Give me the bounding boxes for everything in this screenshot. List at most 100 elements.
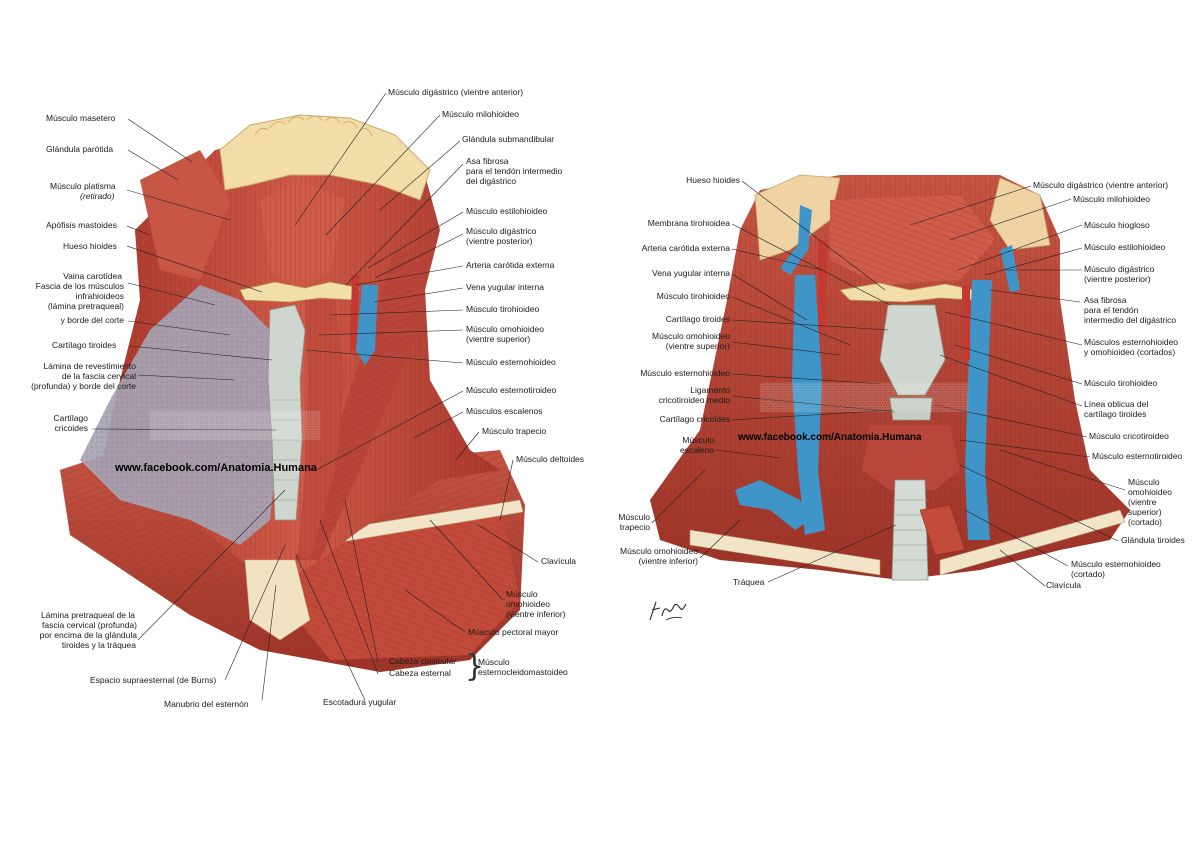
right-carotid-left: [818, 240, 828, 330]
label-r-esternotiroideo: Músculo esternotiroideo: [1092, 451, 1183, 461]
label-r-clavicula: Clavícula: [1046, 580, 1081, 590]
label-vaina-3: infrahioideos: [75, 291, 124, 301]
label-r-omo-inf-2: (vientre inferior): [638, 556, 698, 566]
label-cricoides-2: cricoides: [54, 423, 88, 433]
label-r-omo-cort-5: (cortado): [1128, 517, 1163, 527]
label-cab-clav: Cabeza clavicular: [389, 656, 457, 666]
label-deltoides: Músculo deltoides: [516, 454, 585, 464]
label-r-asa-3: intermedio del digástrico: [1084, 315, 1177, 325]
label-r-omo-cort-4: superior): [1128, 507, 1162, 517]
watermark-left: www.facebook.com/Anatomia.Humana: [115, 462, 317, 474]
right-subclavian-left: [735, 480, 810, 530]
label-r-est-cort-2: (cortado): [1071, 569, 1106, 579]
label-r-yugular: Vena yugular interna: [652, 268, 730, 278]
label-platisma: Músculo platisma: [50, 181, 116, 191]
label-r-est-omo-1: Músculos esternohioideo: [1084, 337, 1179, 347]
label-r-asa-2: para el tendón: [1084, 305, 1139, 315]
scm-brace: }: [465, 649, 485, 684]
label-asa-2: para el tendón intermedio: [466, 166, 563, 176]
label-yugular-int: Vena yugular interna: [466, 282, 544, 292]
label-r-carotida: Arteria carótida externa: [641, 243, 730, 253]
label-ecm-2: esternocleidomastoideo: [478, 667, 568, 677]
label-r-omo-cort-1: Músculo: [1128, 477, 1160, 487]
label-pretraq-2: fascia cervical (profunda): [42, 620, 137, 630]
right-thyroid-gland: [862, 425, 960, 490]
label-lamina-1: Lámina de revestimiento: [43, 361, 136, 371]
label-r-asa-1: Asa fibrosa: [1084, 295, 1127, 305]
label-omo-sup-2: (vientre superior): [466, 334, 531, 344]
label-pretraq-3: por encima de la glándula: [39, 630, 137, 640]
label-omo-inf-1: Músculo: [506, 589, 538, 599]
label-r-tirohioideo: Músculo tirohioideo: [656, 291, 730, 301]
label-trapecio: Músculo trapecio: [482, 426, 547, 436]
label-parotida: Glándula parótida: [46, 144, 114, 154]
label-r-traquea: Tráquea: [733, 577, 765, 587]
label-r-tirohioideo-r: Músculo tirohioideo: [1084, 378, 1158, 388]
label-pretraq-4: tiroides y la tráquea: [61, 640, 136, 650]
right-figure: [650, 174, 1130, 581]
right-carotid-right: [962, 285, 970, 360]
label-lamina-2: de la fascia cervical: [61, 371, 136, 381]
label-r-est-omo-2: y omohioideo (cortados): [1084, 347, 1176, 357]
label-pectoral: Músculo pectoral mayor: [468, 627, 559, 637]
label-r-hioides: Hueso hioides: [686, 175, 740, 185]
label-pretraq-1: Lámina pretraqueal de la: [40, 610, 135, 620]
ghost-watermark-right: ▓▓▓▓▓▓▓▓▓▓▓: [760, 380, 969, 410]
label-manubrio: Manubrio del esternón: [164, 699, 249, 709]
label-mastoides: Apófisis mastoides: [46, 220, 117, 230]
label-cricoides-1: Cartílago: [53, 413, 89, 423]
right-clavicle: [689, 529, 881, 576]
right-vein-branch-left: [780, 205, 812, 275]
left-figure: [60, 114, 525, 672]
label-r-milohioideo: Músculo milohioideo: [1073, 194, 1151, 204]
right-jugular-left: [792, 275, 825, 535]
label-clavicula: Clavícula: [541, 556, 576, 566]
label-r-digastrico-ant: Músculo digástrico (vientre anterior): [1033, 180, 1169, 190]
artist-signature: [649, 601, 687, 621]
label-dig-post-2: (vientre posterior): [466, 236, 533, 246]
label-tiroides: Cartílago tiroides: [52, 340, 117, 350]
label-vaina-5: y borde del corte: [60, 315, 124, 325]
ghost-watermark-left: ▓▓▓▓▓▓▓▓▓: [150, 408, 321, 438]
label-r-cricotiroideo: Músculo cricotiroideo: [1089, 431, 1169, 441]
label-omo-inf-3: (vientre inferior): [506, 609, 566, 619]
leader-lines: [91, 92, 1126, 701]
label-r-esternohioideo: Músculo esternohioideo: [640, 368, 730, 378]
label-r-linea-1: Línea oblicua del: [1084, 399, 1149, 409]
left-mandible: [219, 114, 431, 201]
left-jugular-vein: [356, 285, 378, 365]
label-r-estilohioideo: Músculo estilohioideo: [1084, 242, 1166, 252]
label-carotida-ext: Arteria carótida externa: [466, 260, 555, 270]
label-r-hiogloso: Músculo hiogloso: [1084, 220, 1150, 230]
label-r-gl-tiroides: Glándula tiroides: [1121, 535, 1185, 545]
label-r-linea-2: cartílago tiroides: [1084, 409, 1147, 419]
left-manubrium: [244, 559, 311, 641]
label-cab-est: Cabeza esternal: [389, 668, 451, 678]
label-r-omo-cort-3: (vientre: [1128, 497, 1157, 507]
label-r-omo-sup-2: (vientre superior): [665, 341, 730, 351]
label-r-omo-inf-1: Músculo omohioideo: [620, 546, 698, 556]
label-r-escaleno-1: Músculo: [682, 435, 714, 445]
label-escalenos: Músculos escalenos: [466, 406, 543, 416]
label-r-cricoides: Cartílago cricoides: [659, 414, 730, 424]
label-omo-inf-2: omohioideo: [506, 599, 550, 609]
label-r-dig-post-2: (vientre posterior): [1084, 274, 1151, 284]
right-mandible-right: [989, 177, 1051, 251]
left-carotid: [350, 275, 360, 352]
label-r-tiroides: Cartílago tiroides: [665, 314, 730, 324]
right-vein-branch-right: [1000, 245, 1020, 292]
label-asa-3: del digástrico: [466, 176, 517, 186]
label-estilohioideo: Músculo estilohioideo: [466, 206, 548, 216]
label-burns: Espacio supraesternal (de Burns): [90, 675, 217, 685]
label-milohioideo: Músculo milohioideo: [442, 109, 520, 119]
label-esternotiroideo: Músculo esternotiroideo: [466, 385, 557, 395]
label-lamina-3: (profunda) y borde del corte: [31, 381, 136, 391]
label-r-omo-sup-1: Músculo omohioideo: [652, 331, 730, 341]
label-ecm-1: Músculo: [478, 657, 510, 667]
label-r-trapecio-2: trapecio: [619, 522, 650, 532]
label-vaina-1: Vaina carotídea: [63, 271, 122, 281]
label-r-lig-2: cricotiroideo medio: [658, 395, 730, 405]
label-tirohioideo: Músculo tirohioideo: [466, 304, 540, 314]
